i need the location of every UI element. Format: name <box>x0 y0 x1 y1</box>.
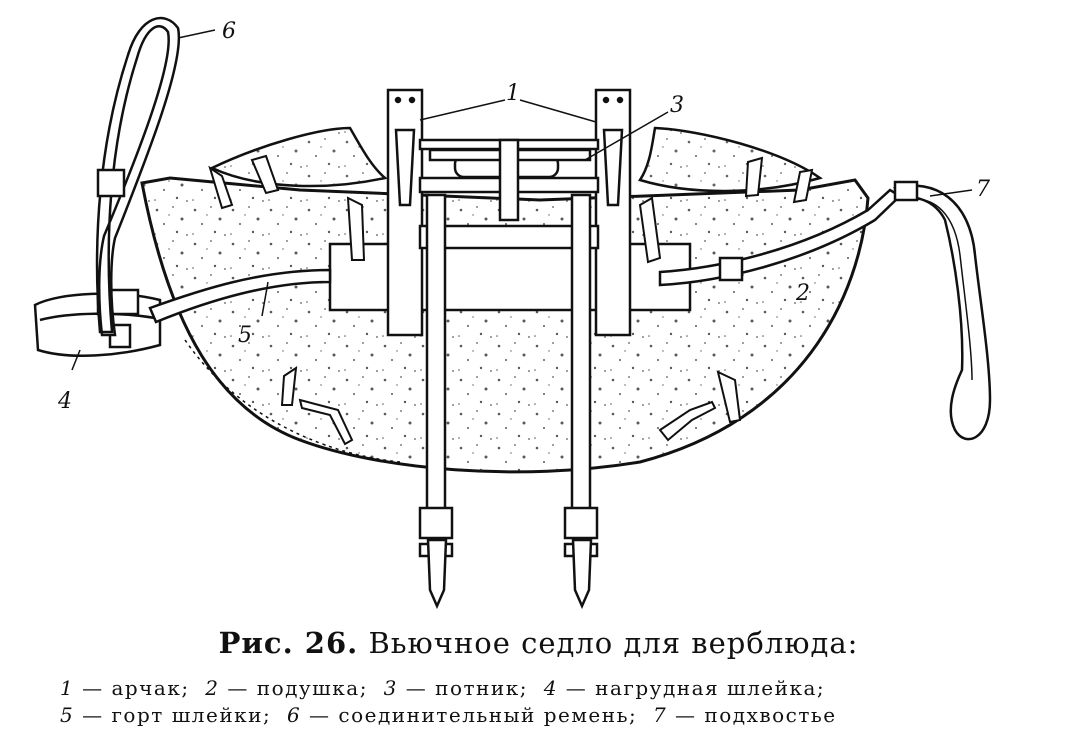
legend-line-1: 1 — арчак; 2 — подушка; 3 — потник; 4 — … <box>60 676 1020 700</box>
hanging-straps <box>418 193 599 610</box>
camel-saddle-illustration: 1 3 2 4 5 6 7 <box>33 16 992 610</box>
figure-number: Рис. 26. <box>218 626 359 660</box>
legend-num: 3 <box>383 676 398 700</box>
legend-text: — соединительный ремень; <box>309 703 638 727</box>
legend-num: 2 <box>205 676 220 700</box>
leader-lines <box>71 29 973 371</box>
crupper-buckle <box>893 180 919 202</box>
legend-num: 6 <box>286 703 302 727</box>
legend-text: — подушка; <box>227 676 368 700</box>
crupper <box>893 184 992 441</box>
label-breast: 4 <box>57 389 72 414</box>
legend-num: 5 <box>60 703 75 727</box>
breast-girth-strap <box>148 268 332 324</box>
label-connect: 6 <box>222 19 236 44</box>
figure-caption: Рис. 26. Вьючное седло для верблюда: <box>0 626 1077 660</box>
pad-shoulders <box>209 126 823 193</box>
legend-text: — горт шлейки; <box>82 703 272 727</box>
label-crupper: 7 <box>976 177 990 202</box>
legend-text: — нагрудная шлейка; <box>565 676 826 700</box>
legend-line-2: 5 — горт шлейки; 6 — соединительный реме… <box>60 703 1020 727</box>
label-breast-strap: 5 <box>238 323 252 348</box>
figure-title: Вьючное седло для верблюда: <box>368 626 859 660</box>
connecting-strap-buckle <box>96 168 126 198</box>
connecting-strap-right-buckle <box>718 256 744 282</box>
label-felt: 3 <box>670 93 684 118</box>
side-fastenings <box>280 196 742 446</box>
legend-num: 1 <box>60 676 75 700</box>
connecting-strap <box>95 16 181 337</box>
legend-num: 7 <box>652 703 668 727</box>
label-pad: 2 <box>795 281 810 306</box>
pad-loops <box>208 154 814 210</box>
saddle-arch <box>386 88 632 337</box>
legend-text: — потник; <box>405 676 528 700</box>
legend-text: — арчак; <box>82 676 190 700</box>
legend-num: 4 <box>543 676 558 700</box>
label-arch: 1 <box>506 81 520 106</box>
legend-text: — подхвостье <box>675 703 837 727</box>
